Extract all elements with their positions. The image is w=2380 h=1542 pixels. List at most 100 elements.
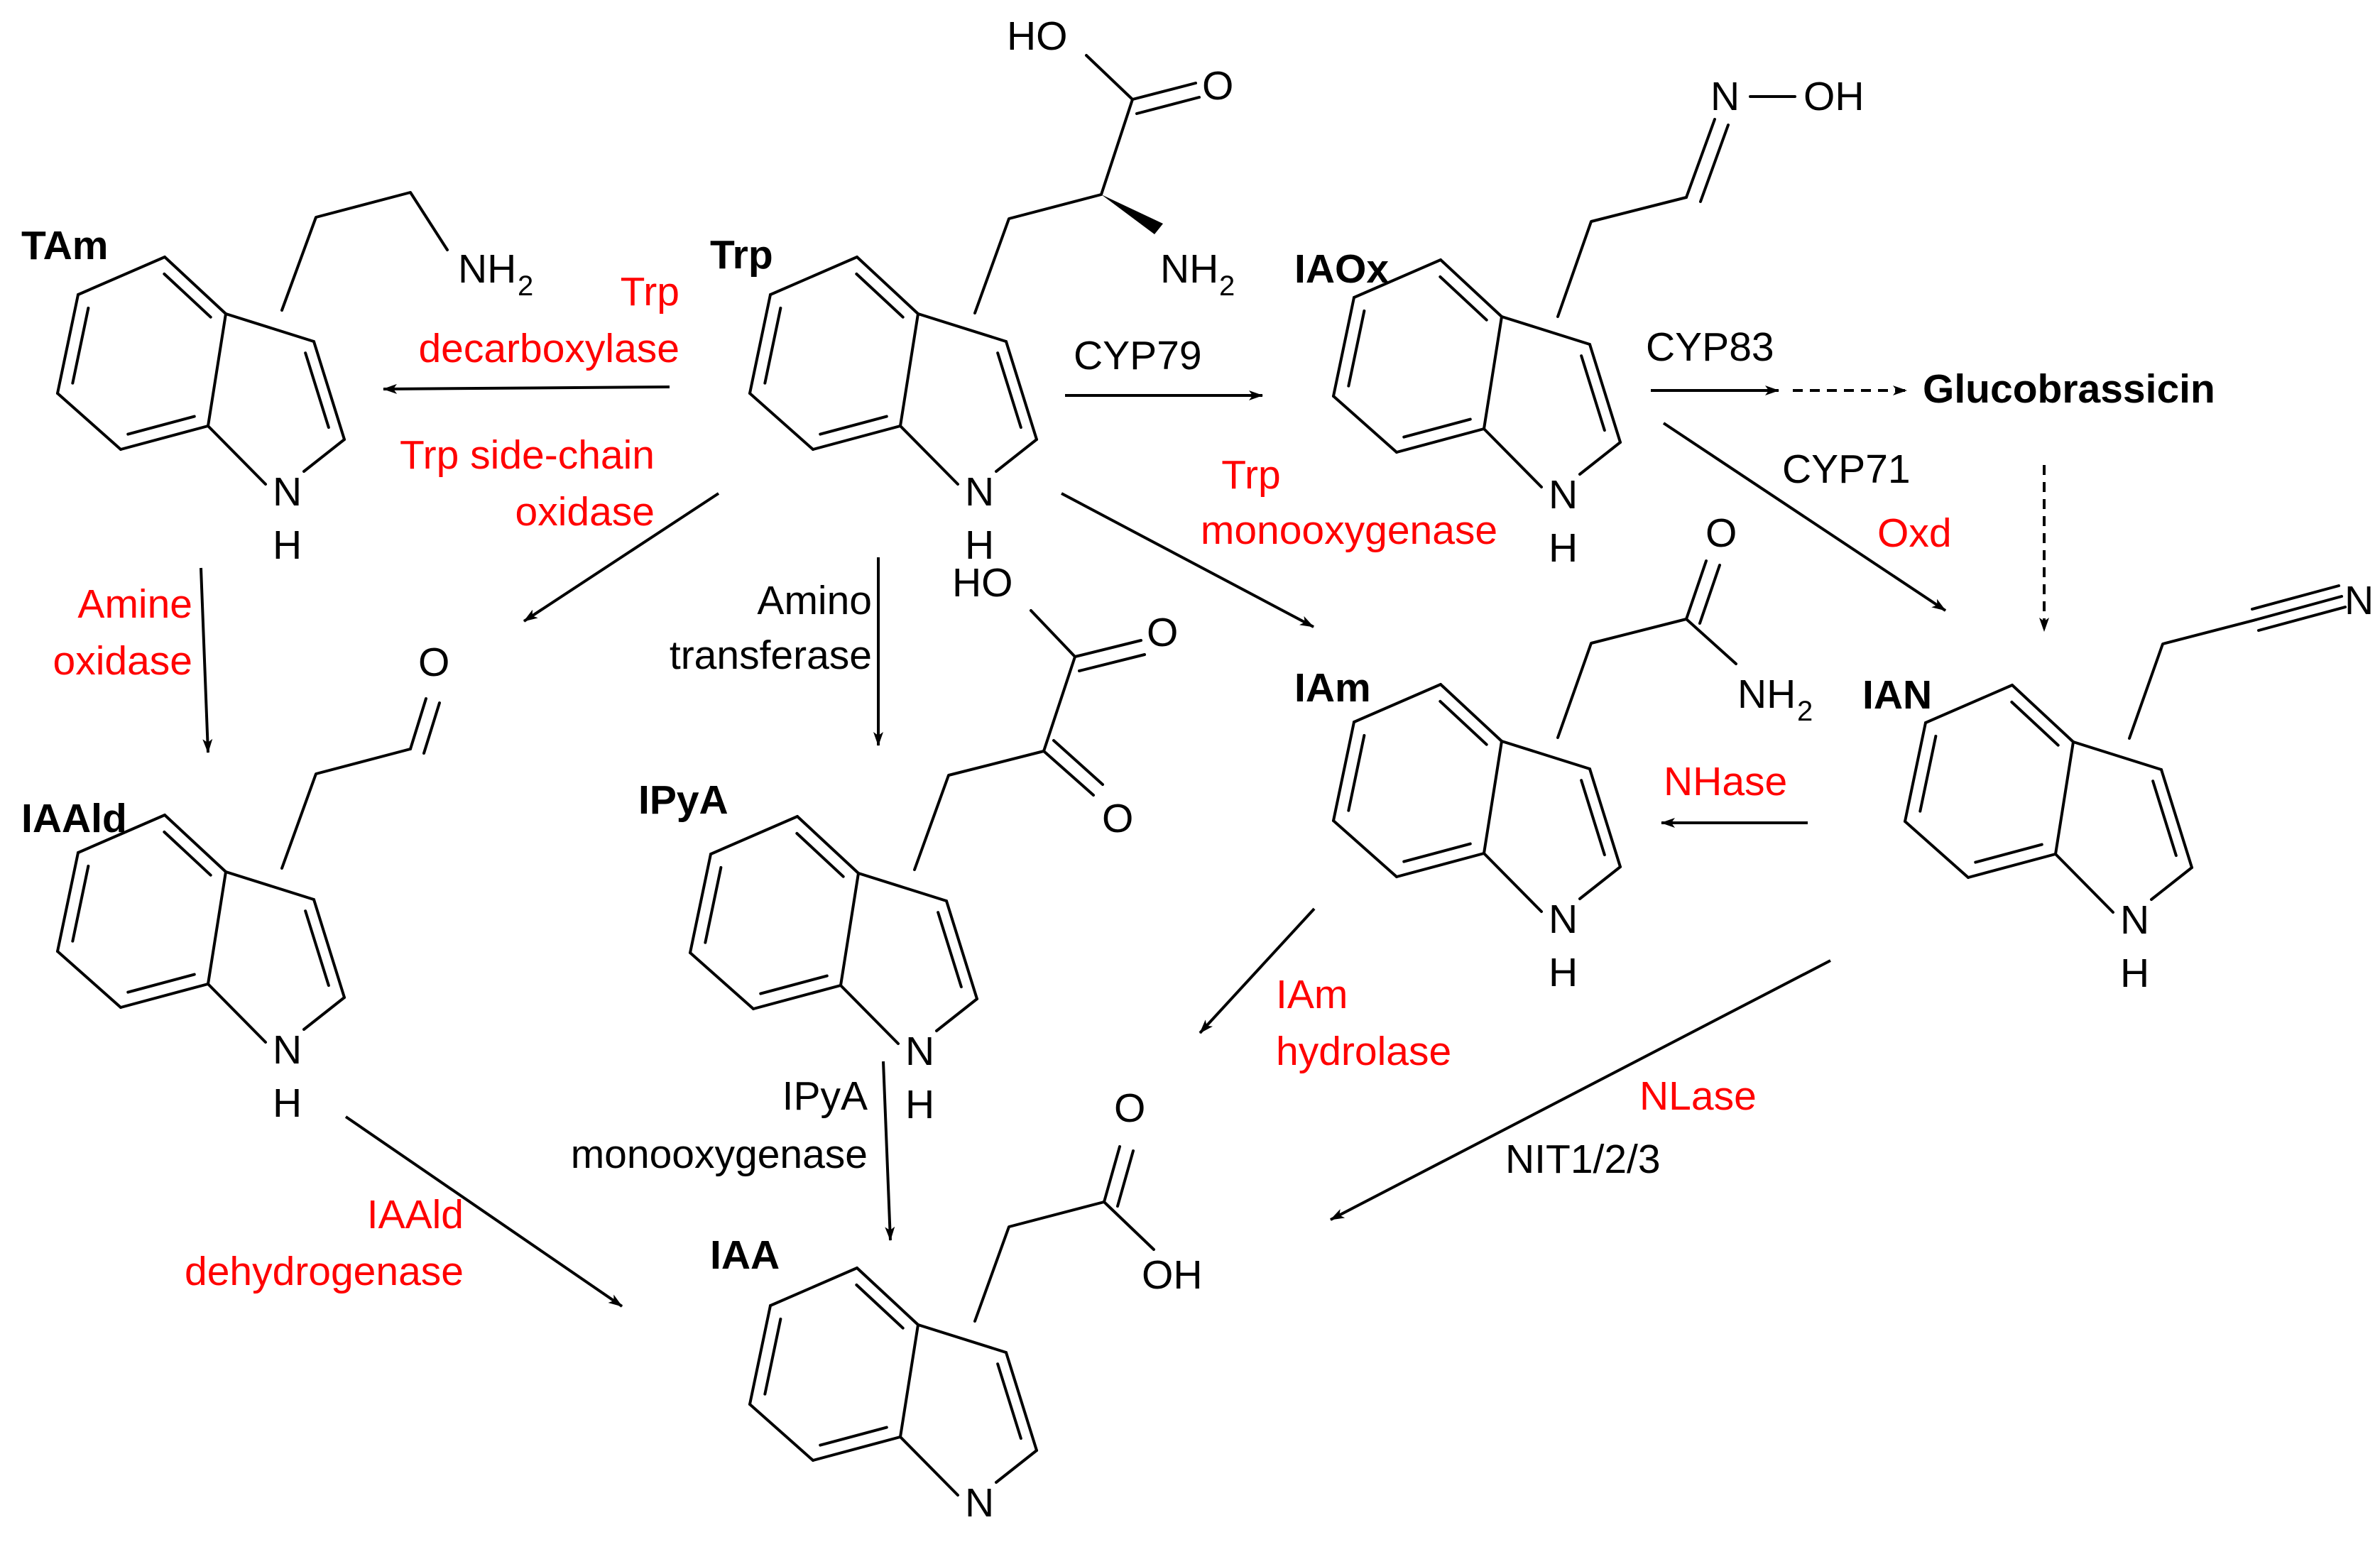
enzyme-nhase: NHase <box>1664 759 1787 804</box>
compound-label-ian: IAN <box>1862 672 1932 718</box>
ipya-ho-label: HO <box>952 560 1013 606</box>
ipya-side-chain: HO O O <box>913 560 1178 871</box>
iam-nh2-label: NH <box>1737 672 1796 717</box>
ian-nitrile-n-label: N <box>2344 578 2374 623</box>
iaa-oh-label: OH <box>1142 1252 1203 1298</box>
trp-ho-label: HO <box>1007 13 1068 59</box>
iaa-side-chain: O OH <box>973 1086 1203 1323</box>
svg-text:IPyA: IPyA <box>782 1073 868 1119</box>
svg-text:monooxygenase: monooxygenase <box>1201 508 1497 553</box>
svg-text:IAAld: IAAld <box>367 1192 464 1237</box>
arrow-trp-to-iam <box>1061 492 1314 628</box>
trp-indole-n-label: N <box>965 469 994 515</box>
iam-indole-n-label: N <box>1549 897 1578 942</box>
iaald-side-chain: O <box>280 640 449 870</box>
iam-nh2-subscript: 2 <box>1797 696 1813 727</box>
ipya-indole-n-label: N <box>905 1029 934 1074</box>
svg-text:oxidase: oxidase <box>515 489 655 535</box>
enzyme-nit123: NIT1/2/3 <box>1505 1137 1661 1182</box>
svg-text:transferase: transferase <box>670 633 872 678</box>
enzyme-trp-decarboxylase: Trp decarboxylase <box>418 269 679 371</box>
compound-label-iaa: IAA <box>710 1232 780 1278</box>
svg-text:Trp: Trp <box>1221 452 1280 498</box>
iaox-indole-core: NH <box>1332 258 1622 571</box>
trp-carbonyl-o-label: O <box>1202 63 1233 109</box>
arrow-ipya-to-iaa <box>882 1061 895 1241</box>
enzyme-amine-oxidase: Amine oxidase <box>53 581 192 684</box>
iam-o-label: O <box>1705 510 1737 556</box>
iaox-oh-label: OH <box>1803 74 1865 119</box>
ian-indole-h-label: H <box>2120 951 2149 996</box>
arrow-trp-to-iaald <box>523 492 720 623</box>
enzyme-trp-monooxygenase: Trp monooxygenase <box>1201 452 1497 553</box>
enzyme-oxd: Oxd <box>1877 510 1952 556</box>
arrow-iaox-to-ian <box>1662 422 1947 612</box>
compound-label-iaald: IAAld <box>21 796 127 841</box>
iaald-indole-n-label: N <box>273 1027 302 1073</box>
svg-text:Trp: Trp <box>621 269 679 315</box>
iaa-indole-n-label: N <box>965 1480 994 1526</box>
svg-text:dehydrogenase: dehydrogenase <box>185 1249 464 1294</box>
iaox-n-label: N <box>1710 74 1740 119</box>
enzyme-cyp71: CYP71 <box>1782 447 1911 492</box>
arrow-iam-to-iaa <box>1199 907 1316 1034</box>
svg-text:hydrolase: hydrolase <box>1276 1029 1451 1074</box>
trp-side-chain: HO O NH 2 <box>973 13 1235 315</box>
arrow-tam-to-iaald <box>200 567 213 753</box>
iaa-o-label: O <box>1114 1086 1145 1131</box>
compound-label-iaox: IAOx <box>1294 246 1389 292</box>
tam-nh2-label: NH <box>458 246 516 292</box>
iaald-indole-core: NH <box>56 814 346 1126</box>
trp-indole-core: NH <box>748 256 1038 568</box>
tam-indole-h-label: H <box>273 523 302 568</box>
enzyme-cyp83: CYP83 <box>1646 324 1774 370</box>
compound-label-glucobrassicin: Glucobrassicin <box>1923 366 2215 412</box>
svg-text:Amino: Amino <box>757 578 872 623</box>
enzyme-trp-side-chain-oxidase: Trp side-chain oxidase <box>400 432 655 535</box>
iam-indole-h-label: H <box>1549 950 1578 995</box>
tam-nh2-subscript: 2 <box>518 270 533 302</box>
svg-text:decarboxylase: decarboxylase <box>418 326 679 371</box>
svg-text:Trp side-chain: Trp side-chain <box>400 432 655 478</box>
arrow-ian-to-iaa <box>1330 959 1831 1221</box>
compound-label-trp: Trp <box>710 232 773 278</box>
iaox-indole-h-label: H <box>1549 525 1578 571</box>
ipya-carbonyl-o-label: O <box>1147 610 1178 655</box>
ian-side-chain: N <box>2128 578 2374 740</box>
enzyme-iam-hydrolase: IAm hydrolase <box>1276 972 1451 1074</box>
iaald-o-label: O <box>418 640 449 685</box>
tam-indole-n-label: N <box>273 469 302 515</box>
enzyme-amino-transferase: Amino transferase <box>670 578 872 678</box>
ipya-indole-h-label: H <box>905 1082 934 1127</box>
svg-text:Amine: Amine <box>77 581 192 627</box>
trp-nh2-label: NH <box>1160 246 1218 292</box>
arrow-iaald-to-iaa <box>344 1115 623 1308</box>
svg-text:monooxygenase: monooxygenase <box>571 1132 868 1177</box>
iam-side-chain: O NH 2 <box>1556 510 1813 739</box>
iaox-side-chain: N OH <box>1556 74 1865 318</box>
enzyme-cyp79: CYP79 <box>1074 333 1202 378</box>
compound-label-tam: TAm <box>21 223 108 268</box>
ipya-indole-core: NH <box>689 815 978 1127</box>
iaa-indole-core: NH <box>748 1267 1038 1542</box>
trp-nh2-subscript: 2 <box>1219 270 1235 302</box>
wedge-bond <box>1101 195 1163 234</box>
iaa-indole-h-label: H <box>965 1533 994 1542</box>
compound-label-iam: IAm <box>1294 665 1371 711</box>
enzyme-ipya-monooxygenase: IPyA monooxygenase <box>571 1073 868 1177</box>
iam-indole-core: NH <box>1332 683 1622 995</box>
compound-label-ipya: IPyA <box>638 777 728 823</box>
iaald-indole-h-label: H <box>273 1081 302 1126</box>
ipya-keto-o-label: O <box>1102 796 1133 841</box>
svg-text:IAm: IAm <box>1276 972 1348 1017</box>
trp-indole-h-label: H <box>965 523 994 568</box>
tam-indole-core: NH <box>56 256 346 568</box>
svg-text:oxidase: oxidase <box>53 638 192 684</box>
tam-side-chain: NH 2 <box>280 191 533 312</box>
ian-indole-n-label: N <box>2120 897 2149 943</box>
enzyme-iaald-dehydrogenase: IAAld dehydrogenase <box>185 1192 464 1294</box>
iaox-indole-n-label: N <box>1549 472 1578 518</box>
arrow-trp-to-tam <box>383 383 670 394</box>
enzyme-nlase: NLase <box>1639 1073 1757 1119</box>
